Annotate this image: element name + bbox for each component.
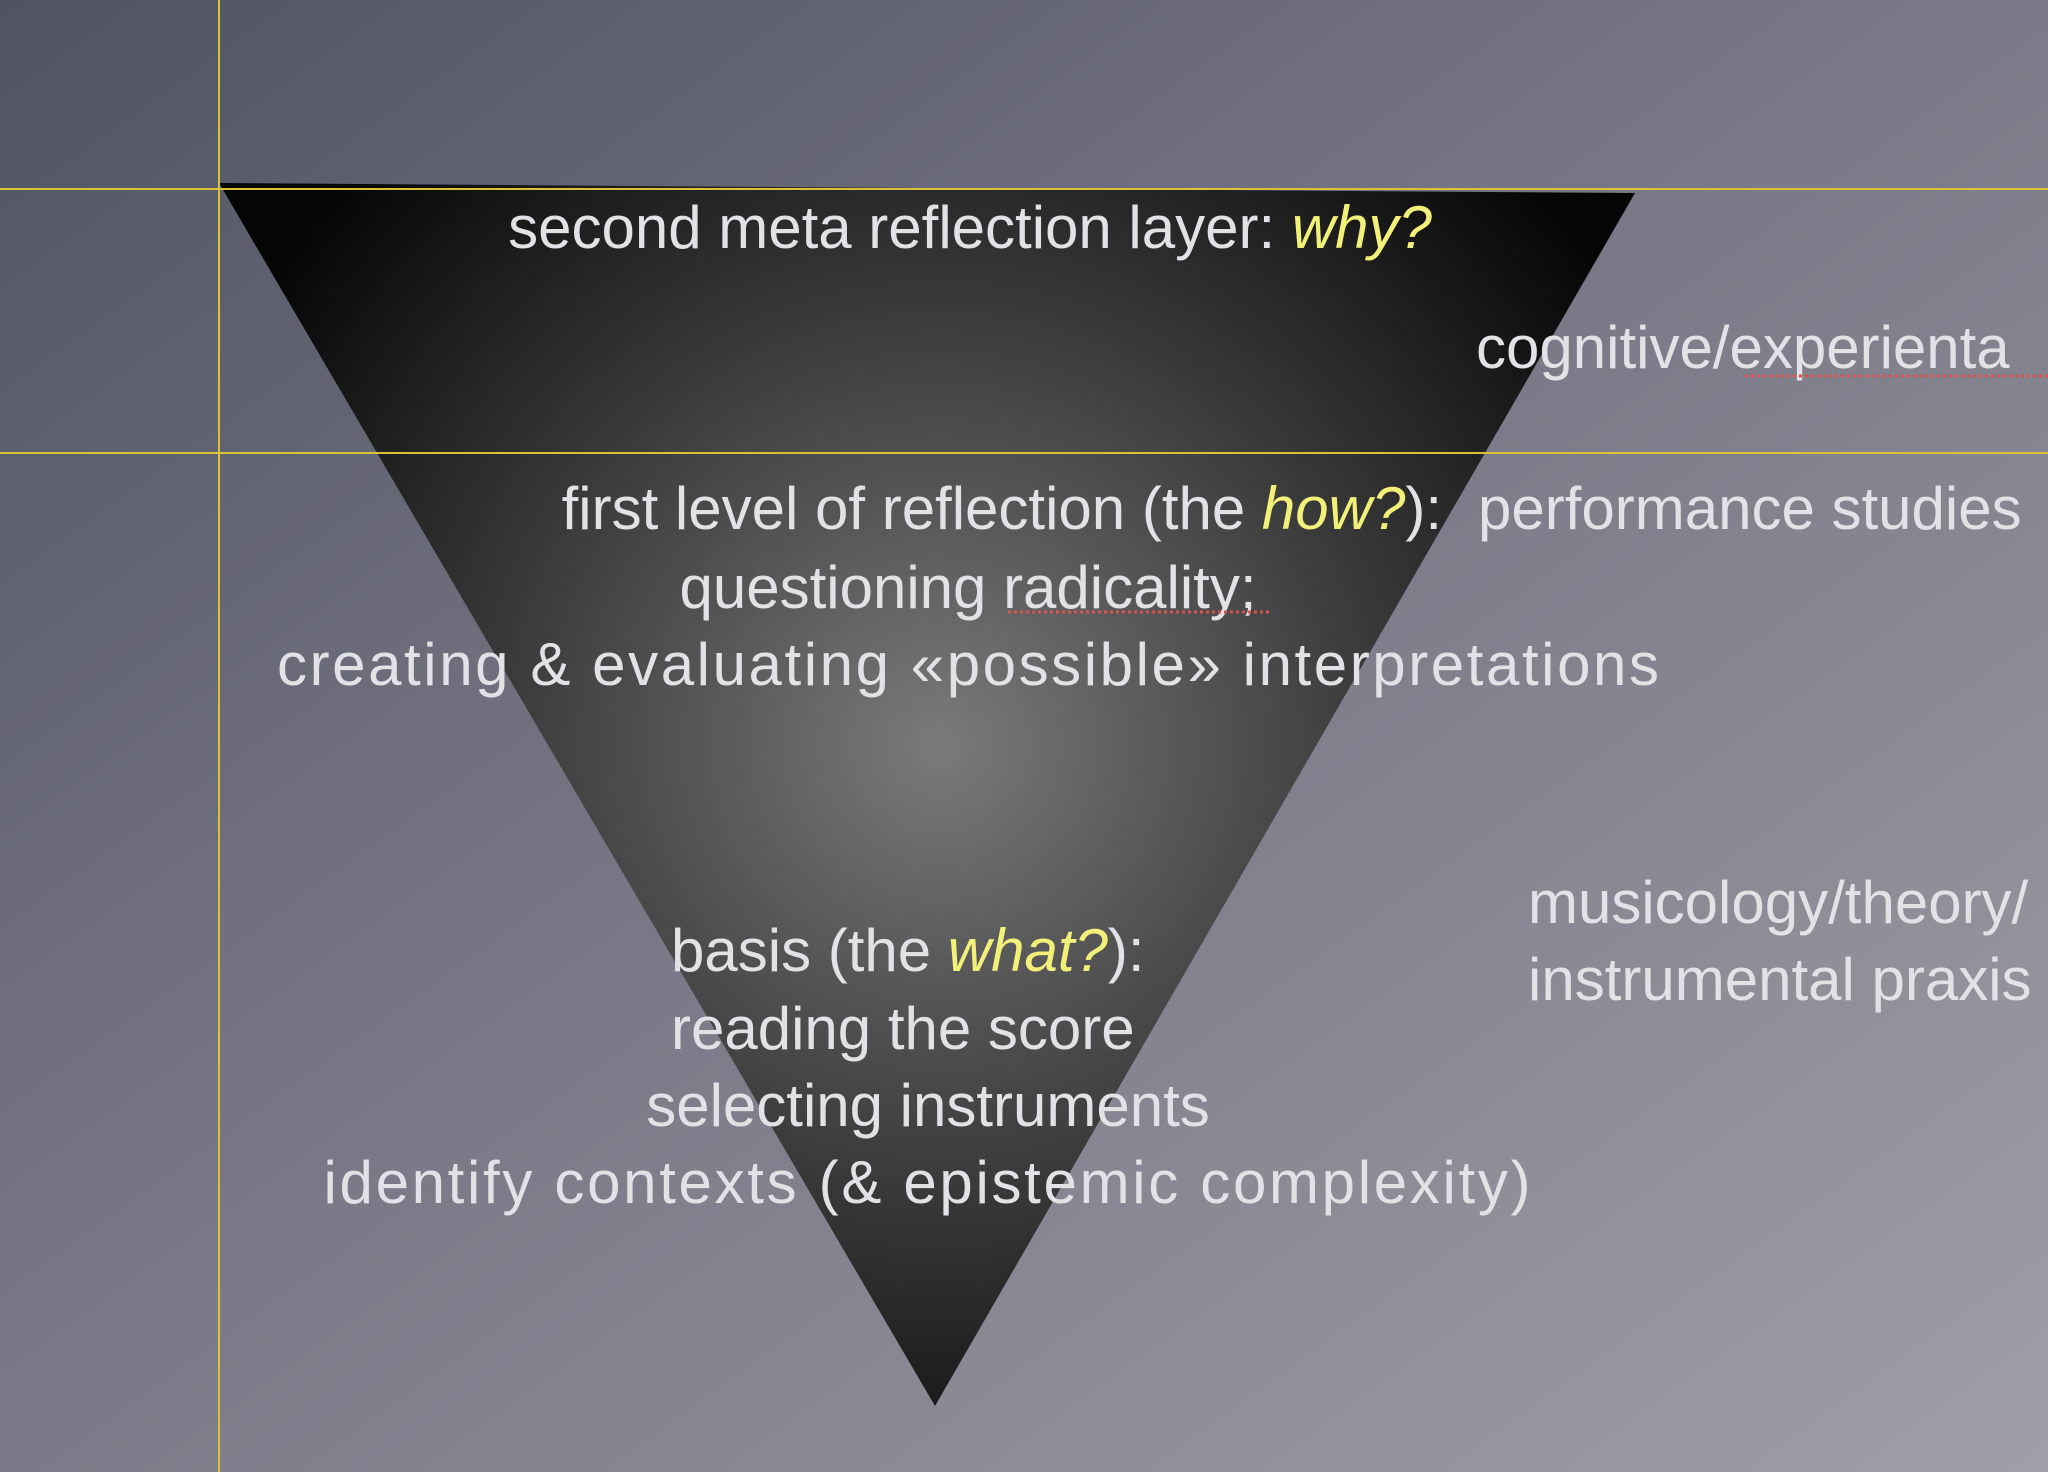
inverted-triangle [219,183,1635,1406]
basis-layer-line2: reading the score [671,995,1135,1062]
middle-layer-line1-suffix: ): [1405,475,1442,542]
top-layer-prefix: second meta reflection layer: [508,194,1292,261]
top-layer-highlight: why? [1292,194,1433,261]
basis-layer-line1: basis (the what?): [671,917,1145,984]
side-label-middle: performance studies [1478,475,2022,542]
basis-layer-line1-suffix: ): [1108,917,1145,984]
top-layer-label: second meta reflection layer: why? [508,194,1432,261]
middle-layer-line2: questioning radicality; [679,554,1256,621]
basis-layer-highlight: what? [948,917,1109,984]
middle-layer-line1-prefix: first level of reflection (the [562,475,1262,542]
middle-layer-line3: creating & evaluating «possible» interpr… [277,631,1659,698]
middle-layer-line1: first level of reflection (the how?): [562,475,1442,542]
basis-layer-line4: identify contexts (& epistemic complexit… [324,1149,1531,1216]
side-label-bottom-line1: musicology/theory/ [1528,869,2029,936]
basis-layer-line1-prefix: basis (the [671,917,948,984]
basis-layer-line3: selecting instruments [646,1072,1210,1139]
side-label-top: cognitive/experienta [1476,314,2010,381]
middle-layer-highlight: how? [1262,475,1406,542]
side-label-bottom-line2: instrumental praxis [1528,946,2032,1013]
